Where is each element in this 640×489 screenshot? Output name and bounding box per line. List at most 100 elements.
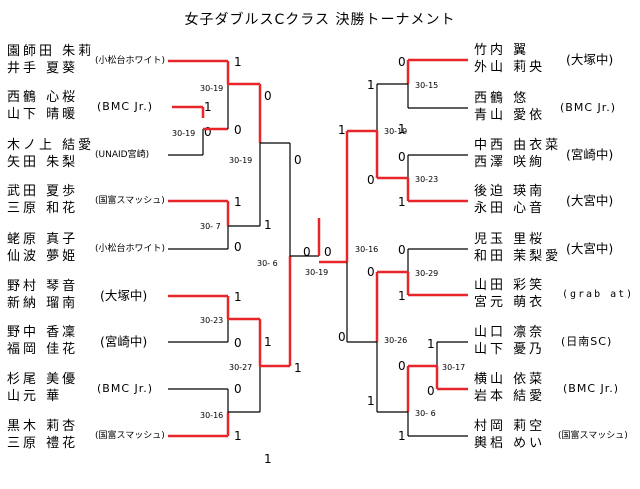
player-name: 輿梠 めい — [474, 436, 546, 451]
match-score: 0 — [234, 382, 242, 396]
team-name: (BMC Jr.) — [97, 100, 154, 113]
match-score: 1 — [204, 100, 212, 114]
set-score: 30- 6 — [257, 259, 278, 268]
match-score: 1 — [398, 429, 406, 443]
match-score: 1 — [234, 429, 242, 443]
match-score: 0 — [427, 384, 435, 398]
player-name: 山田 彩笑 — [474, 278, 546, 293]
set-score: 30-23 — [200, 316, 223, 325]
set-score: 30-29 — [415, 269, 438, 278]
player-name: 竹内 翼 — [474, 43, 530, 58]
match-score: 0 — [234, 336, 242, 350]
team-name: (BMC Jr.) — [97, 382, 154, 395]
team-name: (国富スマッシュ) — [558, 431, 628, 441]
team-name: (宮崎中) — [100, 334, 148, 349]
set-score: 30-16 — [200, 411, 223, 420]
match-score: 1 — [367, 394, 375, 408]
player-name: 西鶴 悠 — [474, 91, 530, 106]
set-score: 30-17 — [442, 363, 465, 372]
player-name: 岩本 結愛 — [474, 389, 546, 404]
team-name: (小松台ホワイト) — [95, 244, 166, 254]
set-score: 30-19 — [200, 84, 223, 93]
match-score: 1 — [398, 195, 406, 209]
set-score: 30-19 — [229, 156, 252, 165]
player-name: 西鶴 心桜 — [7, 90, 79, 105]
match-score: 1 — [234, 290, 242, 304]
player-name: 武田 夏歩 — [7, 184, 79, 199]
team-name: (BMC Jr.) — [560, 101, 617, 114]
player-name: 野中 香凜 — [7, 325, 79, 340]
player-name: 宮元 萌衣 — [474, 295, 546, 310]
match-score: 1 — [234, 195, 242, 209]
page-title: 女子ダブルスCクラス 決勝トーナメント — [184, 12, 456, 28]
team-name: (小松台ホワイト) — [95, 56, 166, 66]
match-score: 1 — [264, 335, 272, 349]
match-score: 1 — [427, 337, 435, 351]
team-name: (国富スマッシュ) — [95, 431, 165, 441]
match-score: 0 — [367, 173, 375, 187]
player-name: 青山 愛依 — [474, 108, 546, 123]
player-name: 児玉 里桜 — [474, 232, 546, 247]
player-name: 新納 瑠南 — [7, 296, 79, 311]
player-name: 山下 憂乃 — [474, 342, 546, 357]
set-score: 30-19 — [384, 127, 407, 136]
set-score: 30-19 — [172, 129, 195, 138]
set-score: 30- 6 — [415, 409, 436, 418]
player-name: 横山 依菜 — [474, 372, 546, 387]
player-name: 永田 心音 — [474, 201, 546, 216]
match-score: 0 — [264, 89, 272, 103]
player-name: 和田 茉梨愛 — [474, 249, 562, 264]
match-score: 0 — [398, 150, 406, 164]
player-name: 山口 凛奈 — [474, 325, 546, 340]
match-score: 1 — [398, 122, 406, 136]
player-name: 山元 華 — [7, 389, 63, 404]
match-score: 0 — [204, 125, 212, 139]
match-score: 0 — [398, 243, 406, 257]
set-score: 30-23 — [415, 175, 438, 184]
match-score: 0 — [398, 55, 406, 69]
player-name: 三原 和花 — [7, 201, 79, 216]
player-name: 福岡 佳花 — [7, 342, 79, 357]
player-name: 村岡 莉空 — [474, 419, 546, 434]
match-score: 0 — [398, 359, 406, 373]
match-score: 1 — [264, 218, 272, 232]
match-score: 1 — [264, 452, 272, 466]
player-name: 杉尾 美優 — [7, 372, 79, 387]
match-score: 1 — [367, 78, 375, 92]
match-score: 1 — [338, 123, 346, 137]
match-score: 0 — [294, 153, 302, 167]
team-name: (BMC Jr.) — [563, 382, 620, 395]
match-score: 0 — [338, 330, 346, 344]
match-score: 0 — [303, 245, 311, 259]
set-score: 30- 7 — [200, 222, 221, 231]
player-name: 外山 莉央 — [474, 60, 546, 75]
match-score: 0 — [234, 123, 242, 137]
team-name: (大宮中) — [566, 193, 614, 208]
team-name: (大塚中) — [100, 288, 148, 303]
player-name: 蛯原 真子 — [7, 232, 79, 247]
player-name: 西澤 咲絢 — [474, 155, 546, 170]
set-score: 30-26 — [384, 336, 407, 345]
set-score: 30-19 — [305, 268, 328, 277]
team-name: (宮崎中) — [566, 147, 614, 162]
player-name: 三原 禮花 — [7, 436, 79, 451]
match-score: 0 — [367, 265, 375, 279]
player-name: 山下 晴暖 — [7, 107, 79, 122]
match-score: 0 — [234, 240, 242, 254]
set-score: 30-15 — [415, 81, 438, 90]
player-name: 木ノ上 結愛 — [7, 138, 95, 153]
team-name: (大塚中) — [566, 52, 614, 67]
player-name: 黒木 莉杏 — [7, 419, 79, 434]
player-name: 矢田 朱梨 — [7, 155, 79, 170]
player-name: 園師田 朱莉 — [7, 44, 95, 59]
team-name: (日南SC) — [561, 335, 613, 348]
set-score: 30-16 — [355, 245, 378, 254]
player-name: 中西 由衣菜 — [474, 138, 562, 153]
match-score: 1 — [398, 289, 406, 303]
player-name: 後迫 瑛南 — [474, 184, 546, 199]
player-name: 井手 夏葵 — [7, 61, 79, 76]
match-score: 0 — [324, 245, 332, 259]
player-name: 仙波 夢姫 — [7, 249, 79, 264]
team-name: (UNAID宮崎) — [95, 150, 150, 160]
